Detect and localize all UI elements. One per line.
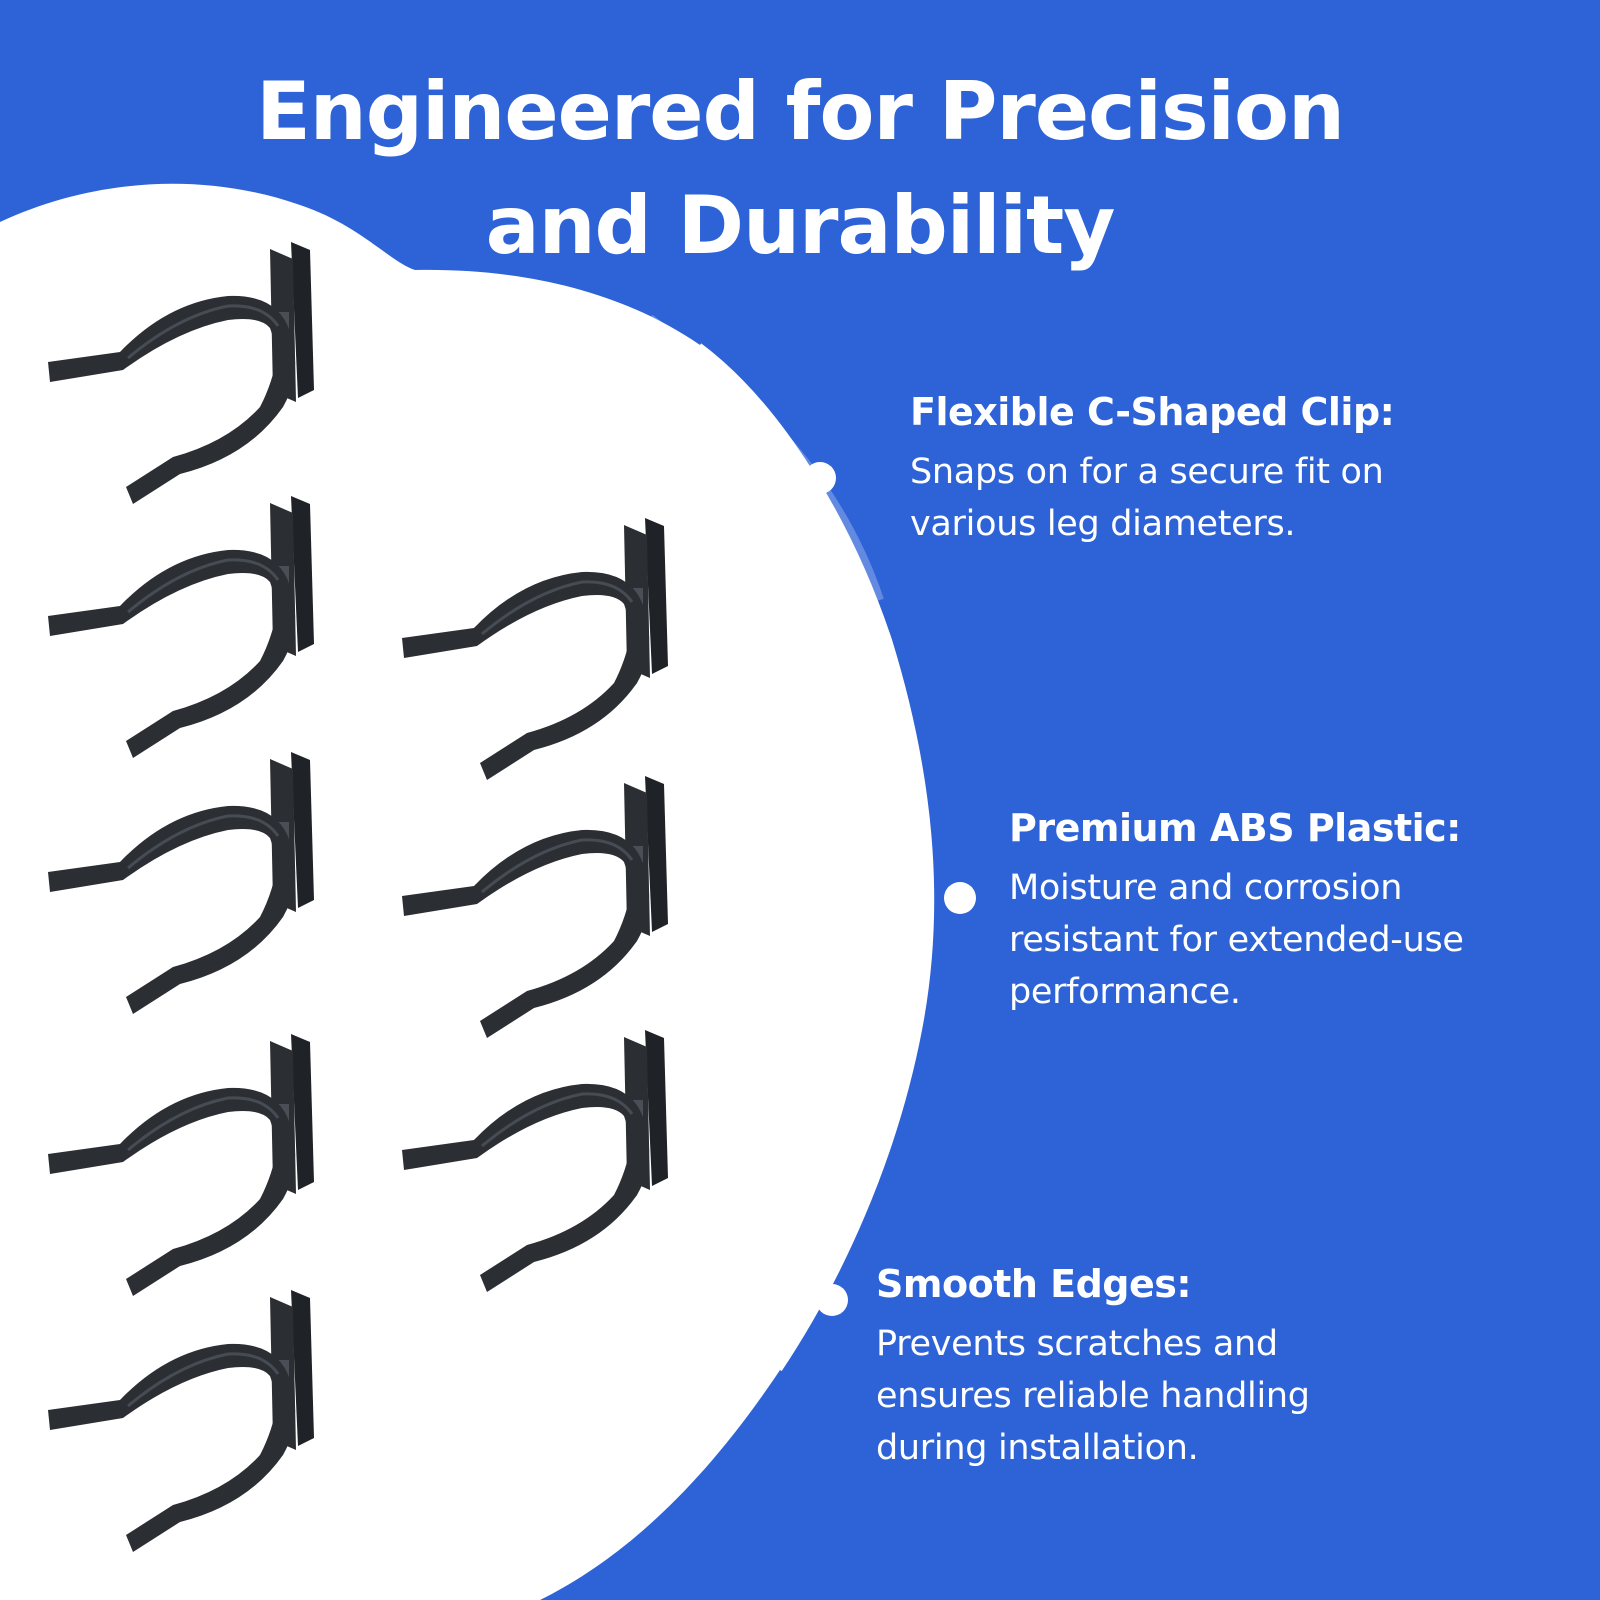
feature-flexible-clip: Flexible C-Shaped Clip: Snaps on for a s… [910, 390, 1570, 550]
feature-title: Flexible C-Shaped Clip: [910, 390, 1395, 434]
feature-description: Prevents scratches and ensures reliable … [876, 1318, 1516, 1474]
feature-line: performance. [1009, 971, 1241, 1012]
feature-description: Snaps on for a secure fit on various leg… [910, 446, 1570, 550]
feature-smooth-edges: Smooth Edges: Prevents scratches and ens… [876, 1262, 1516, 1474]
timeline-dot [944, 882, 976, 914]
page-title-line-2: and Durability [485, 179, 1116, 272]
feature-description: Moisture and corrosion resistant for ext… [1009, 862, 1589, 1018]
timeline-dot [816, 1284, 848, 1316]
feature-line: during installation. [876, 1427, 1199, 1468]
timeline-dot [804, 462, 836, 494]
feature-line: Moisture and corrosion [1009, 867, 1403, 908]
page-title-line-1: Engineered for Precision [256, 65, 1345, 158]
feature-line: resistant for extended-use [1009, 919, 1464, 960]
feature-line: Prevents scratches and [876, 1323, 1278, 1364]
feature-line: various leg diameters. [910, 503, 1296, 544]
feature-abs-plastic: Premium ABS Plastic: Moisture and corros… [1009, 806, 1589, 1018]
feature-line: ensures reliable handling [876, 1375, 1310, 1416]
feature-title: Premium ABS Plastic: [1009, 806, 1461, 850]
feature-line: Snaps on for a secure fit on [910, 451, 1384, 492]
feature-title: Smooth Edges: [876, 1262, 1192, 1306]
